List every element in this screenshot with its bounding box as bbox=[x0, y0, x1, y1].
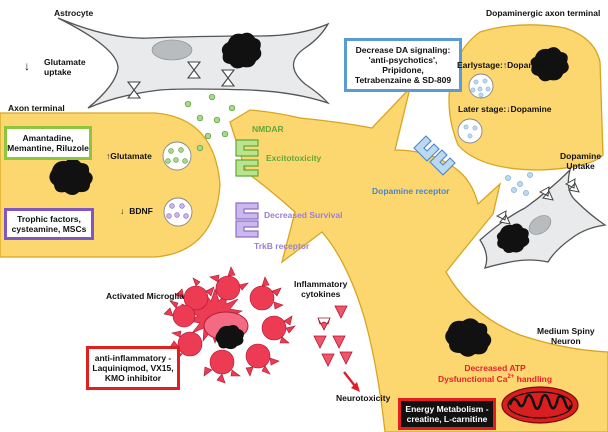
nmdar-label: NMDAR bbox=[252, 124, 284, 134]
later-down-arrow-icon: ↓ bbox=[506, 104, 511, 114]
glutamate-drugs-line-2: Memantine, Riluzole bbox=[7, 143, 89, 153]
astrocyte-nucleus bbox=[151, 39, 193, 61]
astrocyte-lower-nucleus bbox=[528, 215, 552, 235]
inflammatory-cytokines bbox=[313, 305, 353, 367]
dopamine-uptake-label: Dopamine Uptake bbox=[560, 151, 602, 172]
glutamate-uptake-label: ↓ Glutamate uptake bbox=[24, 57, 86, 78]
glutamate-vesicle-contents bbox=[165, 147, 188, 164]
bdnf-vesicle bbox=[163, 197, 193, 227]
anti-inflammatory-line-1: anti-inflammatory - bbox=[94, 352, 172, 363]
mitochondrion-inner bbox=[507, 391, 573, 419]
glutamate-uptake-line-1: Glutamate bbox=[44, 57, 86, 67]
early-stage-text: Earlystage: bbox=[457, 60, 503, 70]
da-signaling-line-2: 'anti-psychotics', bbox=[368, 54, 438, 65]
neurotoxicity-label: Neurotoxicity bbox=[336, 393, 391, 403]
glutamate-text: Glutamate bbox=[110, 151, 152, 161]
nmdar-receptor bbox=[235, 139, 259, 177]
msn-mitochondria-cluster bbox=[445, 318, 492, 357]
ca-superscript: 2+ bbox=[507, 373, 515, 380]
astrocyte-label: Astrocyte bbox=[54, 8, 94, 18]
cytokines-line-1: Inflammatory bbox=[294, 279, 348, 289]
excitotoxicity-label: Excitotoxicity bbox=[266, 153, 322, 163]
early-dopamine-contents bbox=[470, 78, 491, 98]
da-signaling-line-1: Decrease DA signaling: bbox=[355, 44, 451, 55]
anti-inflammatory-line-2: Laquiniqmod, VX15, bbox=[92, 362, 174, 373]
later-stage-label: Later stage:↓Dopamine bbox=[458, 104, 552, 115]
early-up-arrow-icon: ↑ bbox=[502, 60, 508, 70]
astrocyte-mitochondria-cluster bbox=[221, 32, 262, 69]
bdnf-text: BDNF bbox=[129, 206, 153, 216]
neurotoxicity-arrowhead bbox=[351, 382, 360, 392]
early-dopamine-text: Dopamine bbox=[507, 60, 549, 70]
bdnf-label: ↓ BDNF bbox=[120, 206, 153, 217]
inflammatory-cytokines-label: Inflammatory cytokines bbox=[294, 279, 348, 300]
mitochondrion-cristae bbox=[508, 393, 573, 411]
axon-terminal-mitochondria-cluster bbox=[49, 158, 93, 195]
dopaminergic-terminal-label: Dopaminergic axon terminal bbox=[486, 8, 601, 18]
trkb-receptor bbox=[235, 202, 259, 238]
glutamate-up-arrow-icon: ↑ bbox=[106, 151, 111, 161]
handling-text: handling bbox=[514, 373, 553, 384]
glutamate-uptake-line-2: uptake bbox=[44, 66, 72, 77]
energy-deficit-text: Decreased ATP Dysfunctional Ca2+ handlin… bbox=[438, 363, 552, 385]
glutamate-drugs-box: Amantadine, Memantine, Riluzole bbox=[4, 126, 92, 160]
cytokines-line-2: cytokines bbox=[301, 288, 341, 299]
energy-line-2: creatine, L-carnitine bbox=[406, 414, 488, 424]
dopamine-uptake-line-1: Dopamine bbox=[560, 151, 602, 161]
dysfunctional-ca-label: Dysfunctional Ca2+ handling bbox=[438, 374, 552, 385]
bdnf-vesicle-contents bbox=[166, 203, 189, 219]
anti-inflammatory-line-3: KMO inhibitor bbox=[104, 373, 162, 384]
trophic-factors-box: Trophic factors, cysteamine, MSCs bbox=[4, 208, 94, 240]
later-dopamine-contents bbox=[463, 124, 478, 139]
trophic-line-1: Trophic factors, bbox=[17, 213, 81, 224]
released-glutamate-vesicles bbox=[184, 93, 236, 152]
dysfunctional-ca-text: Dysfunctional Ca bbox=[438, 373, 508, 384]
neurotoxicity-arrow bbox=[343, 371, 356, 387]
decreased-survival-label: Decreased Survival bbox=[264, 210, 343, 220]
later-stage-text: Later stage: bbox=[458, 104, 507, 114]
dopaminergic-mitochondria-cluster bbox=[530, 47, 569, 82]
medium-spiny-neuron-body bbox=[229, 85, 608, 432]
dopamine-receptor-label: Dopamine receptor bbox=[372, 186, 450, 196]
early-stage-label: Earlystage:↑Dopamine bbox=[457, 60, 549, 71]
trkb-receptor-label: TrkB receptor bbox=[254, 241, 310, 251]
energy-line-1: Energy Metabolism - bbox=[405, 403, 489, 414]
glutamate-label: ↑Glutamate bbox=[106, 151, 152, 162]
released-dopamine bbox=[505, 172, 533, 196]
energy-metabolism-box: Energy Metabolism - creatine, L-carnitin… bbox=[398, 398, 496, 430]
astrocyte-lower-mitochondria bbox=[496, 223, 530, 253]
glutamate-vesicle bbox=[162, 141, 192, 171]
astrocyte-lower-transporters bbox=[495, 178, 580, 225]
decreased-atp-label: Decreased ATP bbox=[464, 363, 526, 373]
msn-line-2: Neuron bbox=[550, 335, 581, 346]
glutamate-drugs-line-1: Amantadine, bbox=[22, 132, 74, 143]
dopamine-receptor bbox=[413, 135, 456, 176]
da-signaling-line-3: Pripidone, bbox=[382, 65, 424, 75]
bdnf-down-arrow-icon: ↓ bbox=[120, 206, 125, 216]
axon-terminal-label: Axon terminal bbox=[8, 103, 65, 113]
glutamate-uptake-arrow-icon: ↓ bbox=[24, 59, 30, 73]
later-dopamine-text: Dopamine bbox=[510, 104, 552, 114]
da-signaling-line-4: Tetrabenzaine & SD-809 bbox=[354, 75, 452, 86]
medium-spiny-neuron-label: Medium Spiny Neuron bbox=[537, 326, 595, 347]
activated-microglia-label: Activated Microglia bbox=[106, 291, 184, 301]
astrocyte-glutamate-transporters bbox=[126, 61, 236, 99]
da-signaling-box: Decrease DA signaling: 'anti-psychotics'… bbox=[344, 38, 462, 92]
dopaminergic-terminal-body bbox=[448, 24, 604, 171]
anti-inflammatory-box: anti-inflammatory - Laquiniqmod, VX15, K… bbox=[86, 346, 180, 390]
trophic-line-2: cysteamine, MSCs bbox=[11, 224, 87, 234]
microglia-mitochondria bbox=[215, 325, 244, 350]
dopamine-uptake-line-2: Uptake bbox=[566, 160, 595, 171]
msn-line-1: Medium Spiny bbox=[537, 326, 595, 336]
later-dopamine-vesicle bbox=[457, 118, 483, 144]
